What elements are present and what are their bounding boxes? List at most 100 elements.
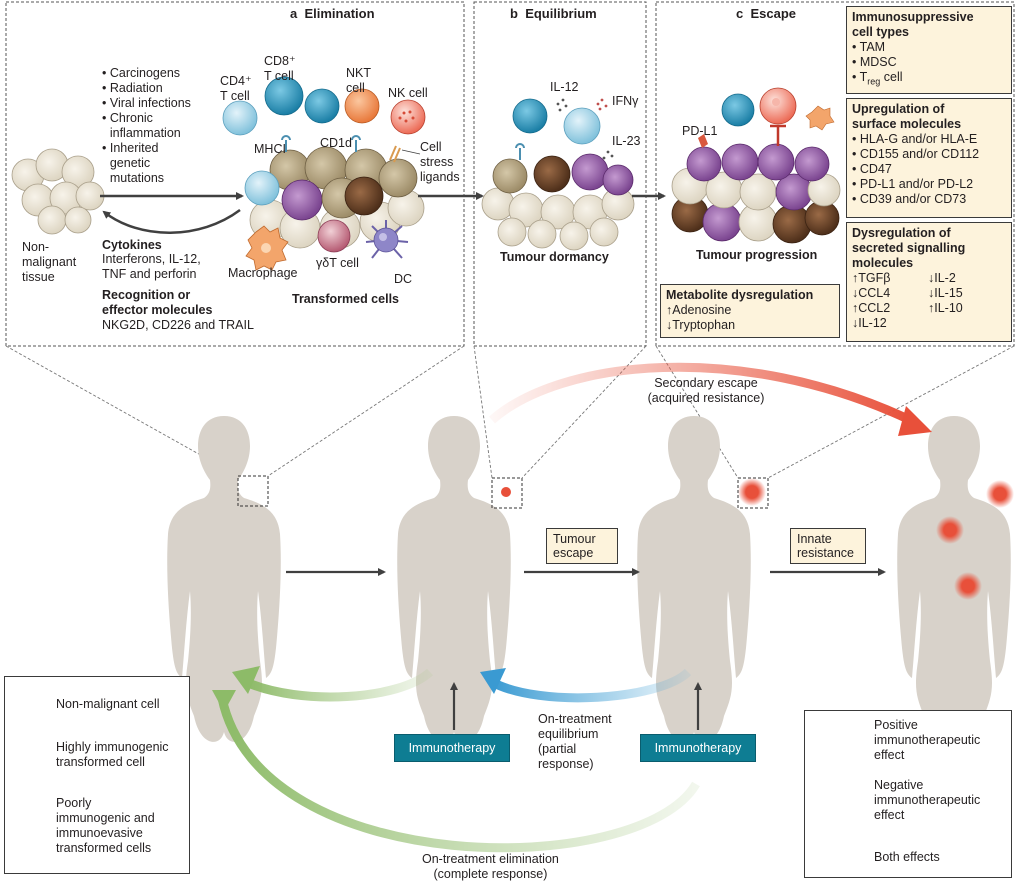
secondary-escape-arrow: [489, 362, 912, 425]
dysregulation-right: ↓IL-2 ↓IL-15 ↑IL-10: [928, 271, 963, 331]
panel-frames: [5, 1, 1015, 347]
panel-a-name: Elimination: [304, 6, 375, 21]
upregulation-box: Upregulation of surface molecules • HLA-…: [846, 98, 1012, 218]
upregulation-heading: Upregulation of surface molecules: [852, 102, 962, 131]
dysregulation-item: ↓IL-15: [928, 286, 963, 300]
body-silhouette-4: [897, 416, 1011, 742]
panel-a-title: a Elimination: [290, 6, 375, 21]
macrophage-label: Macrophage: [228, 266, 298, 280]
legend-label-both: Both effects: [874, 850, 940, 864]
elimination-back-arrow: [102, 208, 241, 234]
dysregulation-item: ↑IL-10: [928, 301, 963, 315]
legend-label-non-malignant: Non-malignant cell: [56, 697, 160, 711]
partial-response-arrow: [489, 668, 692, 703]
legend-label-poorly: Poorly immunogenic and immunoevasive tra…: [56, 796, 155, 855]
panel-b-name: Equilibrium: [525, 6, 597, 21]
risk-factor-list: • Carcinogens • Radiation • Viral infect…: [102, 66, 191, 186]
cd8-label: CD8⁺ T cell: [264, 54, 296, 83]
metabolite-item: ↓Tryptophan: [666, 318, 736, 332]
ifng-label: IFNγ: [612, 94, 639, 108]
immunosuppressive-box: Immunosuppressive cell types • TAM • MDS…: [846, 6, 1012, 94]
metabolite-box: Metabolite dysregulation ↑Adenosine ↓Try…: [660, 284, 840, 338]
upregulation-item: • CD155 and/or CD112: [852, 147, 980, 161]
tumour-escape-tag: Tumour escape: [546, 528, 618, 564]
dc-label: DC: [394, 272, 413, 286]
recognition-heading: Recognition or effector molecules: [102, 288, 213, 317]
immune-cells-elimination: [222, 76, 426, 271]
tumour-progression-label: Tumour progression: [696, 248, 818, 262]
immunosuppressive-item: • Treg cell: [852, 70, 903, 87]
cd1d-label: CD1d: [320, 136, 352, 150]
partial-response-label: On-treatment equilibrium (partial respon…: [538, 712, 612, 771]
progression-cluster: [671, 87, 841, 244]
pdl1-label: PD-L1: [682, 124, 718, 138]
dysregulation-left: ↑TGFβ ↓CCL4 ↑CCL2 ↓IL-12: [852, 271, 928, 331]
il12-label: IL-12: [550, 80, 579, 94]
legend-label-negative: Negative immunotherapeutic effect: [874, 778, 981, 822]
upregulation-item: • HLA-G and/or HLA-E: [852, 132, 978, 146]
panel-a-letter: a: [290, 6, 298, 21]
zoom-square-2: [491, 477, 523, 509]
immunosuppressive-item: • MDSC: [852, 55, 897, 69]
dysregulation-item: ↓IL-2: [928, 271, 956, 285]
upregulation-item: • CD47: [852, 162, 892, 176]
tumour-dormancy-label: Tumour dormancy: [500, 250, 609, 264]
risk-factor: • Carcinogens: [102, 66, 181, 80]
dormancy-cluster: [481, 98, 635, 251]
panel-c-title: c Escape: [736, 6, 796, 21]
transformed-cells-label: Transformed cells: [292, 292, 399, 306]
dysregulation-item: ↑CCL2: [852, 301, 891, 315]
panel-b-title: b Equilibrium: [510, 6, 597, 21]
tumour-spot-4c: [954, 572, 982, 600]
cytokines-text: Interferons, IL-12, TNF and perforin: [102, 252, 201, 281]
tumour-spot-medium: [738, 478, 766, 506]
elimination-green-arrow-1: [244, 668, 434, 702]
innate-resistance-tag: Innate resistance: [790, 528, 866, 564]
dysregulation-item: ↓CCL4: [852, 286, 891, 300]
nkt-label: NKT cell: [346, 66, 371, 95]
non-malignant-tissue-label: Non- malignant tissue: [22, 240, 77, 284]
metabolite-item: ↑Adenosine: [666, 303, 732, 317]
secondary-escape-label: Secondary escape (acquired resistance): [647, 376, 765, 405]
mhci-label: MHCI: [254, 142, 286, 156]
panel-b-letter: b: [510, 6, 518, 21]
dysregulation-lists: ↑TGFβ ↓CCL4 ↑CCL2 ↓IL-12 ↓IL-2 ↓IL-15 ↑I…: [852, 271, 1006, 331]
cytokines-heading: Cytokines: [102, 238, 162, 252]
cell-legend: [4, 676, 190, 874]
upregulation-item: • CD39 and/or CD73: [852, 192, 967, 206]
legend-label-positive: Positive immunotherapeutic effect: [874, 718, 981, 762]
zoom-lines: [5, 345, 1015, 479]
immunotherapy-button-1[interactable]: Immunotherapy: [394, 734, 510, 762]
immunotherapy-button-2[interactable]: Immunotherapy: [640, 734, 756, 762]
tumour-spot-4a: [986, 480, 1014, 508]
gamma-delta-label: γδT cell: [316, 256, 359, 270]
risk-factor: • Inherited genetic mutations: [102, 141, 165, 185]
immunosuppressive-item: • TAM: [852, 40, 886, 54]
panel-c-letter: c: [736, 6, 744, 21]
non-malignant-tissue-cluster: [11, 148, 105, 235]
metabolite-heading: Metabolite dysregulation: [666, 288, 814, 302]
upregulation-item: • PD-L1 and/or PD-L2: [852, 177, 974, 191]
elimination-green-arrow-2: [217, 697, 700, 853]
dysregulation-box: Dysregulation of secreted signalling mol…: [846, 222, 1012, 342]
zoom-square-3: [737, 477, 769, 509]
tumour-spot-small: [501, 487, 511, 497]
risk-factor: • Chronic inflammation: [102, 111, 181, 140]
il23-label: IL-23: [612, 134, 641, 148]
complete-response-label: On-treatment elimination (complete respo…: [422, 852, 559, 881]
immunosuppressive-heading: Immunosuppressive cell types: [852, 10, 974, 39]
risk-factor: • Viral infections: [102, 96, 191, 110]
legend-label-highly: Highly immunogenic transformed cell: [56, 740, 169, 769]
transformed-cells-cluster: [244, 146, 425, 253]
effect-legend: [804, 710, 1012, 878]
recognition-text: NKG2D, CD226 and TRAIL: [102, 318, 254, 332]
nk-label: NK cell: [388, 86, 428, 100]
stress-ligands-label: Cell stress ligands: [420, 140, 460, 184]
panel-c-name: Escape: [750, 6, 797, 21]
dysregulation-heading: Dysregulation of secreted signalling mol…: [852, 226, 966, 270]
dysregulation-item: ↓IL-12: [852, 316, 887, 330]
tumour-spot-4b: [936, 516, 964, 544]
cd4-label: CD4⁺ T cell: [220, 74, 252, 103]
zoom-square-1: [237, 475, 269, 507]
